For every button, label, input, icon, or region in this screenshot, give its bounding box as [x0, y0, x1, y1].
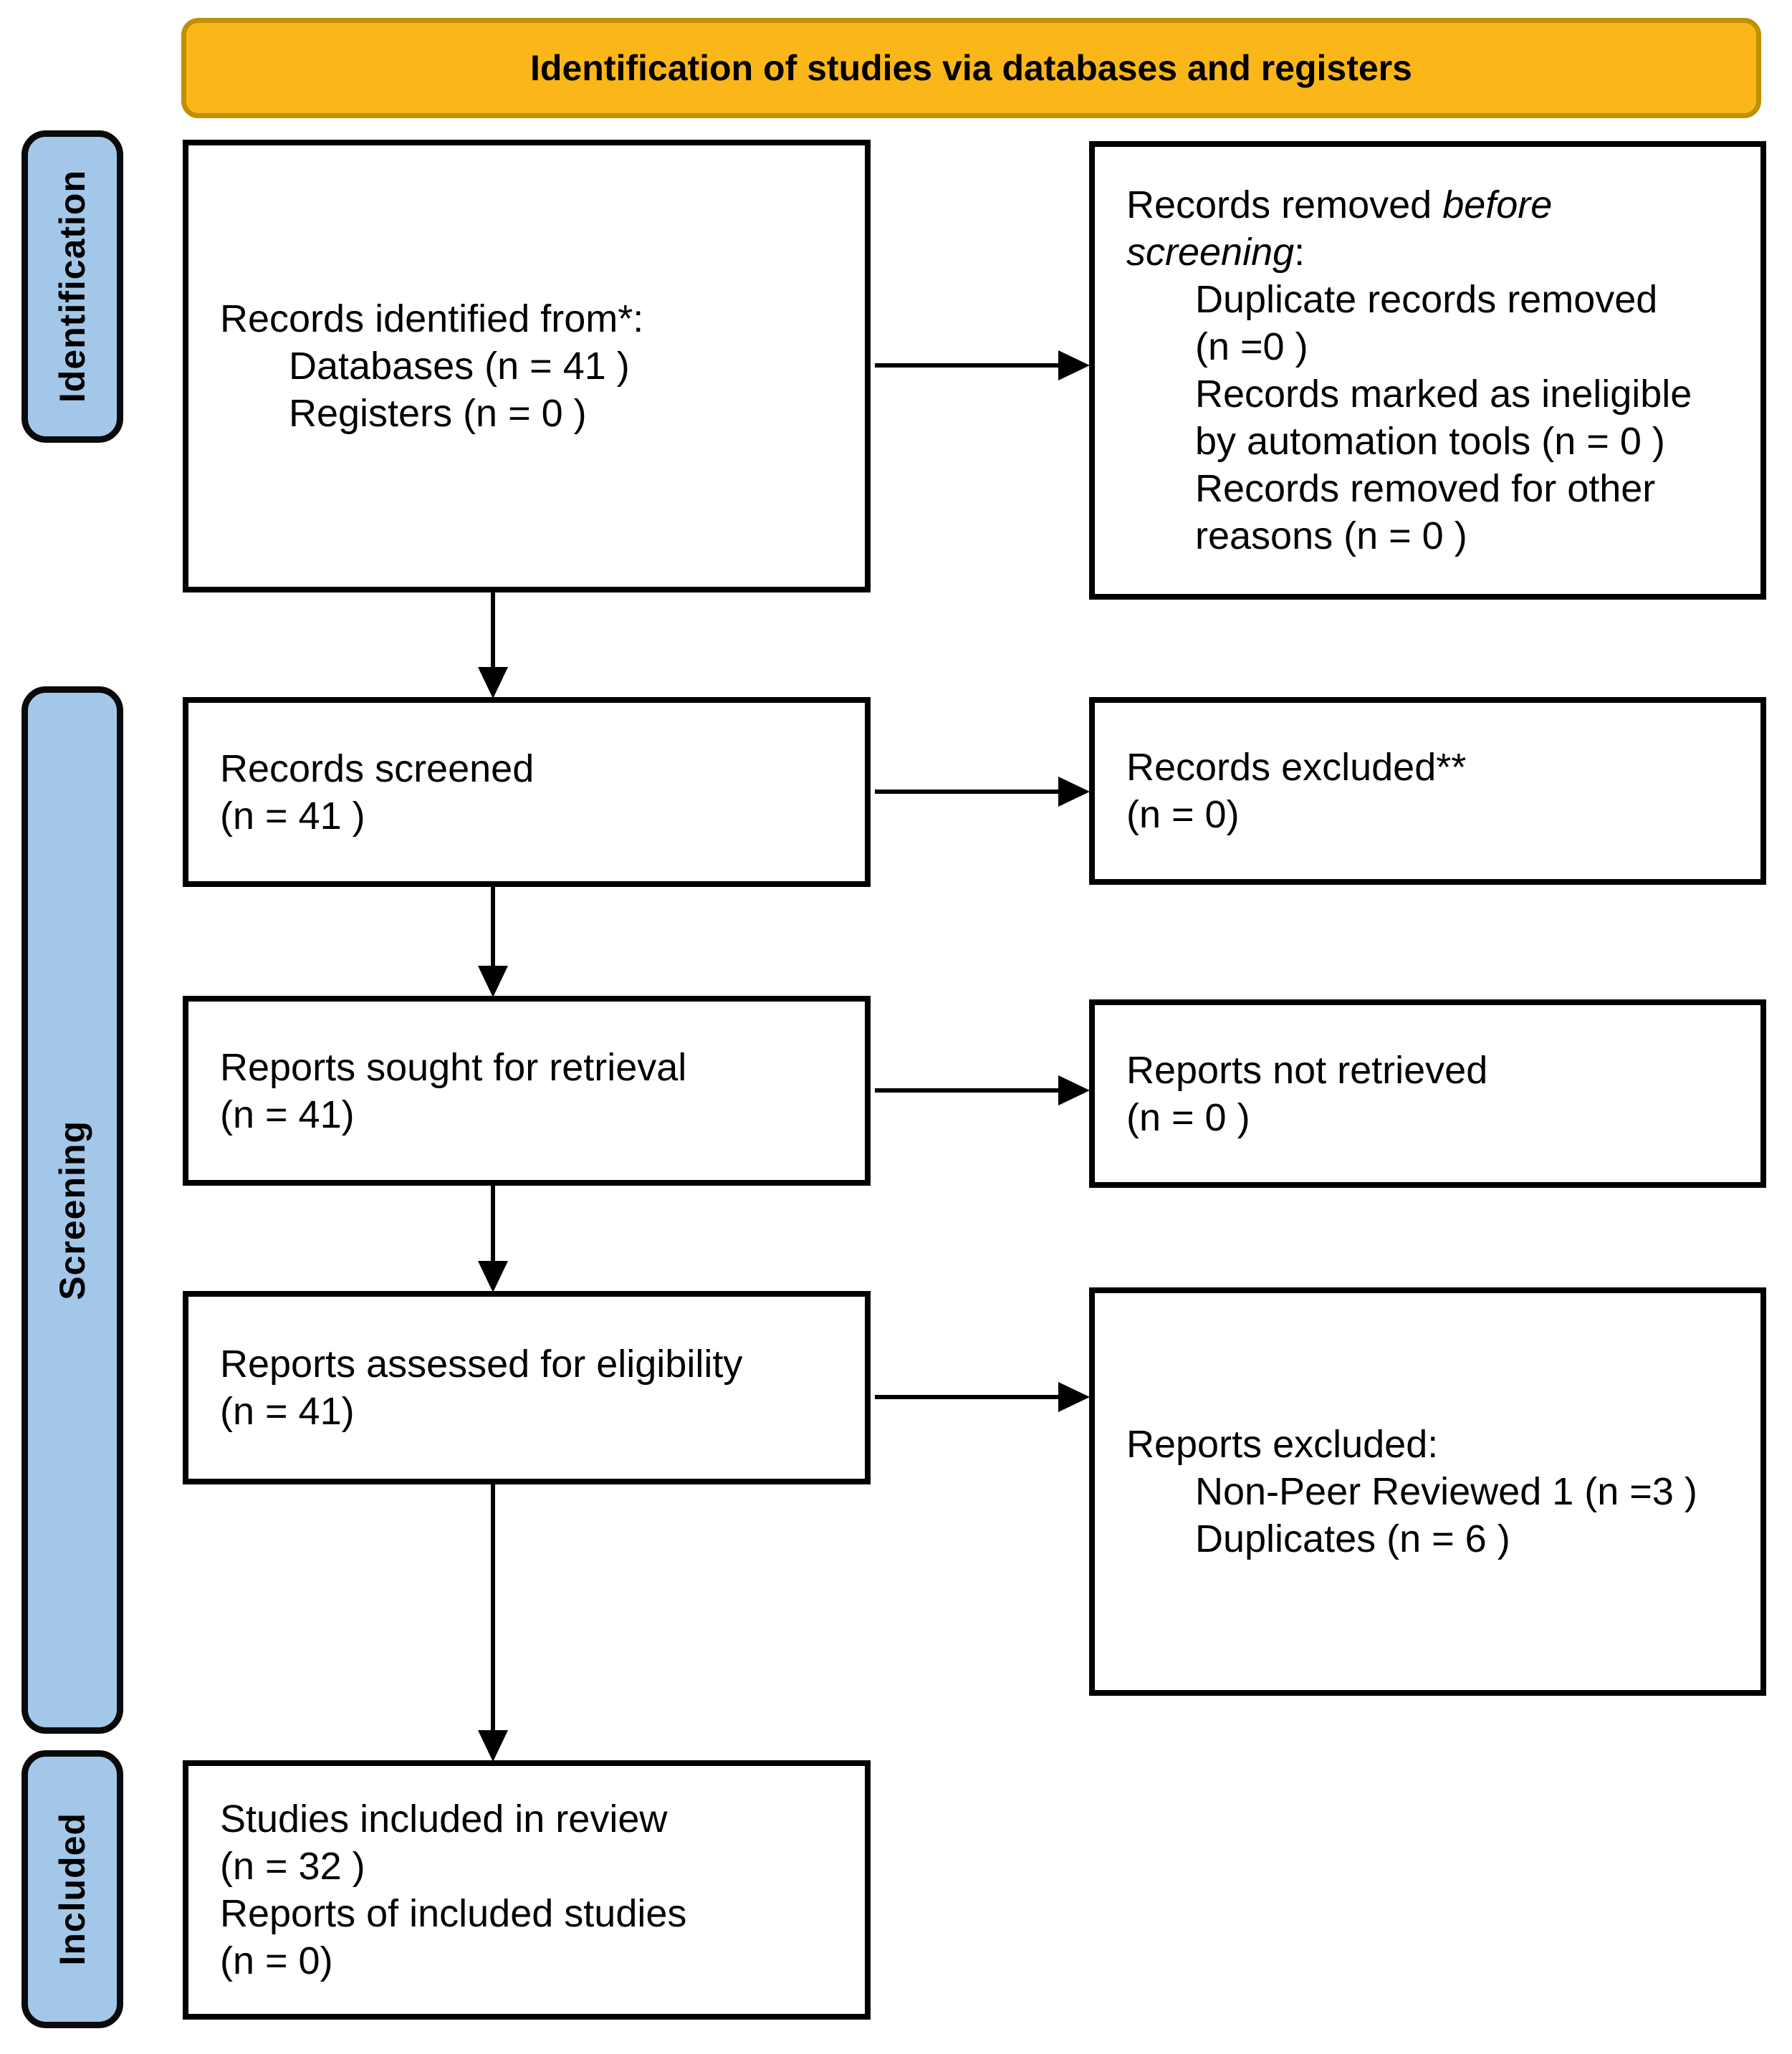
box-reports-assessed: Reports assessed for eligibility(n = 41) — [183, 1291, 871, 1484]
stage-screening: Screening — [21, 686, 123, 1734]
arrow-sought-to-not-retrieved-head — [1058, 1075, 1090, 1105]
box-reports-excluded-text: Reports excluded:Non-Peer Reviewed 1 (n … — [1126, 1423, 1697, 1560]
box-records-excluded: Records excluded**(n = 0) — [1089, 697, 1766, 885]
arrow-assessed-to-included-shaft — [491, 1484, 495, 1732]
banner-title-text: Identification of studies via databases … — [530, 48, 1412, 88]
box-reports-sought: Reports sought for retrieval(n = 41) — [183, 996, 871, 1186]
arrow-assessed-to-excluded-head — [1058, 1382, 1090, 1412]
arrow-screened-to-excluded-shaft — [875, 790, 1061, 794]
arrow-identified-to-screened-shaft — [491, 591, 495, 670]
box-reports-not-retrieved: Reports not retrieved(n = 0 ) — [1089, 999, 1766, 1188]
box-reports-not-retrieved-text: Reports not retrieved(n = 0 ) — [1126, 1048, 1488, 1139]
arrow-screened-to-sought-head — [478, 966, 508, 997]
stage-included-label: Included — [52, 1813, 92, 1966]
box-records-identified-text: Records identified from*:Databases (n = … — [220, 297, 644, 435]
arrow-screened-to-excluded-head — [1058, 777, 1090, 807]
box-records-screened: Records screened(n = 41 ) — [183, 697, 871, 887]
box-reports-assessed-text: Reports assessed for eligibility(n = 41) — [220, 1343, 743, 1433]
banner-title: Identification of studies via databases … — [181, 18, 1761, 118]
stage-identification-label: Identification — [52, 170, 92, 403]
box-records-excluded-text: Records excluded**(n = 0) — [1126, 746, 1467, 836]
arrow-screened-to-sought-shaft — [491, 887, 495, 969]
box-reports-excluded: Reports excluded:Non-Peer Reviewed 1 (n … — [1089, 1287, 1766, 1696]
arrow-identified-to-removed-head — [1058, 350, 1090, 380]
box-records-identified: Records identified from*:Databases (n = … — [183, 140, 871, 592]
arrow-sought-to-assessed-shaft — [491, 1186, 495, 1264]
arrow-identified-to-removed-shaft — [875, 363, 1061, 368]
box-records-screened-text: Records screened(n = 41 ) — [220, 747, 535, 838]
box-reports-sought-text: Reports sought for retrieval(n = 41) — [220, 1045, 687, 1136]
arrow-assessed-to-included-head — [478, 1730, 508, 1762]
box-studies-included: Studies included in review(n = 32 )Repor… — [183, 1760, 871, 2020]
stage-screening-label: Screening — [52, 1120, 92, 1300]
arrow-sought-to-assessed-head — [478, 1261, 508, 1292]
stage-included: Included — [21, 1750, 123, 2028]
arrow-sought-to-not-retrieved-shaft — [875, 1088, 1061, 1093]
arrow-identified-to-screened-head — [478, 667, 508, 699]
arrow-assessed-to-excluded-shaft — [875, 1395, 1061, 1399]
box-studies-included-text: Studies included in review(n = 32 )Repor… — [220, 1798, 687, 1982]
stage-identification: Identification — [21, 130, 123, 443]
